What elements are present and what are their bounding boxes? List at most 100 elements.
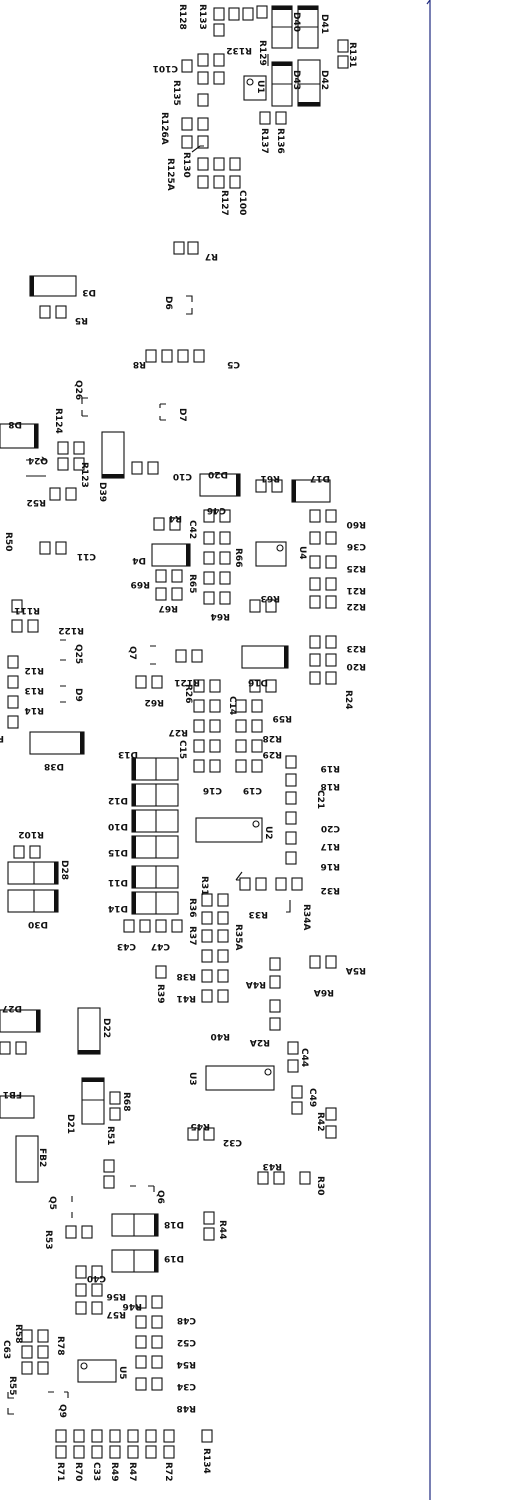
label-r14: R14 <box>25 705 44 715</box>
label-r28: R28 <box>263 733 282 743</box>
label-q26: Q26 <box>73 380 83 400</box>
label-r125a: R125A <box>165 158 175 191</box>
label-r49: R49 <box>109 1462 119 1481</box>
label-r5: R5 <box>75 315 88 325</box>
label-c36: C36 <box>347 541 366 551</box>
label-d41: D41 <box>319 14 329 34</box>
label-r127: R127 <box>219 190 229 216</box>
label-r13: R13 <box>25 685 44 695</box>
label-r58: R58 <box>13 1324 23 1343</box>
label-r57: R57 <box>107 1309 126 1319</box>
label-r41: R41 <box>177 993 196 1003</box>
label-c21: C21 <box>315 790 325 809</box>
label-r7: R7 <box>205 251 218 261</box>
label-q9: Q9 <box>57 1404 67 1418</box>
label-c43: C43 <box>117 941 136 951</box>
label-r23: R23 <box>347 643 366 653</box>
label-r65: R65 <box>187 574 197 593</box>
label-r1: R1 <box>0 733 4 743</box>
label-r20: R20 <box>347 661 366 671</box>
label-r4: R4 <box>169 513 182 523</box>
label-d20: D20 <box>208 469 228 479</box>
label-r34a: R34A <box>301 904 311 930</box>
label-r122: R122 <box>58 625 84 635</box>
label-c49: C49 <box>307 1088 317 1107</box>
label-r70: R70 <box>73 1462 83 1481</box>
label-c34: C34 <box>177 1381 196 1391</box>
label-r137: R137 <box>259 128 269 154</box>
label-r38: R38 <box>177 971 196 981</box>
label-r46: R46 <box>123 1301 142 1311</box>
label-c42: C42 <box>187 520 197 539</box>
label-r54: R54 <box>177 1359 196 1369</box>
label-r102: R102 <box>18 829 44 839</box>
label-r44: R44 <box>217 1220 227 1239</box>
label-c32: C32 <box>223 1137 242 1147</box>
label-r37: R37 <box>187 926 197 945</box>
label-r48: R48 <box>177 1403 196 1413</box>
label-d43: D43 <box>291 70 301 90</box>
label-d6: D6 <box>163 296 173 310</box>
label-c52: C52 <box>177 1337 196 1347</box>
label-r51: R51 <box>105 1126 115 1145</box>
label-r24: R24 <box>343 690 353 709</box>
label-r17: R17 <box>321 841 340 851</box>
label-c33: C33 <box>91 1462 101 1481</box>
label-c20: C20 <box>321 823 340 833</box>
label-d12: D12 <box>108 795 128 805</box>
label-r33: R33 <box>249 909 268 919</box>
top-cluster <box>181 5 349 189</box>
label-r12: R12 <box>25 665 44 675</box>
label-c19: C19 <box>243 785 262 795</box>
label-r25: R25 <box>347 563 366 573</box>
label-d10: D10 <box>108 821 128 831</box>
label-d11: D11 <box>108 877 128 887</box>
middle-cluster <box>7 635 337 1031</box>
label-q5: Q5 <box>47 1196 57 1210</box>
label-r121: R121 <box>174 677 200 687</box>
label-d3: D3 <box>82 287 96 297</box>
label-d17: D17 <box>310 473 330 483</box>
label-d30: D30 <box>28 919 48 929</box>
label-r2a: R2A <box>250 1037 270 1047</box>
label-d13: D13 <box>118 749 138 759</box>
label-r52: R52 <box>27 497 46 507</box>
label-r39: R39 <box>155 984 165 1003</box>
label-r134: R134 <box>201 1448 211 1474</box>
label-fb1: FB1 <box>3 1089 22 1099</box>
label-r5a: R5A <box>346 965 366 975</box>
label-r69: R69 <box>131 579 150 589</box>
label-r67: R67 <box>159 603 178 613</box>
label-d22: D22 <box>101 1018 111 1038</box>
label-r16: R16 <box>321 861 340 871</box>
label-c47: C47 <box>151 941 170 951</box>
label-q24: Q24 <box>28 455 48 465</box>
label-r130: R130 <box>181 152 191 178</box>
label-q6: Q6 <box>155 1190 165 1204</box>
label-c63: C63 <box>1 1340 11 1359</box>
label-c48: C48 <box>177 1315 196 1325</box>
label-u5: U5 <box>117 1366 127 1380</box>
label-r78: R78 <box>55 1336 65 1355</box>
label-r6a: R6A <box>314 987 334 997</box>
label-r124: R124 <box>53 408 63 434</box>
label-r72: R72 <box>163 1462 173 1481</box>
label-r18: R18 <box>321 781 340 791</box>
label-r63: R63 <box>261 593 280 603</box>
label-d39: D39 <box>97 482 107 502</box>
upper-middle-cluster <box>0 241 337 633</box>
component-labels: R128 R133 R132 R129 D40 D41 R131 C101 D4… <box>0 4 366 1481</box>
label-r26: R26 <box>183 684 193 703</box>
label-c14: C14 <box>227 696 237 715</box>
label-u3: U3 <box>187 1072 197 1086</box>
label-r36: R36 <box>187 898 197 917</box>
label-d21: D21 <box>65 1114 75 1134</box>
label-c16: C16 <box>203 785 222 795</box>
label-u2: U2 <box>263 826 273 840</box>
label-d4: D4 <box>132 555 146 565</box>
label-r55: R55 <box>7 1376 17 1395</box>
label-c100: C100 <box>237 190 247 215</box>
label-r123: R123 <box>79 462 89 488</box>
label-r40: R40 <box>211 1031 230 1041</box>
